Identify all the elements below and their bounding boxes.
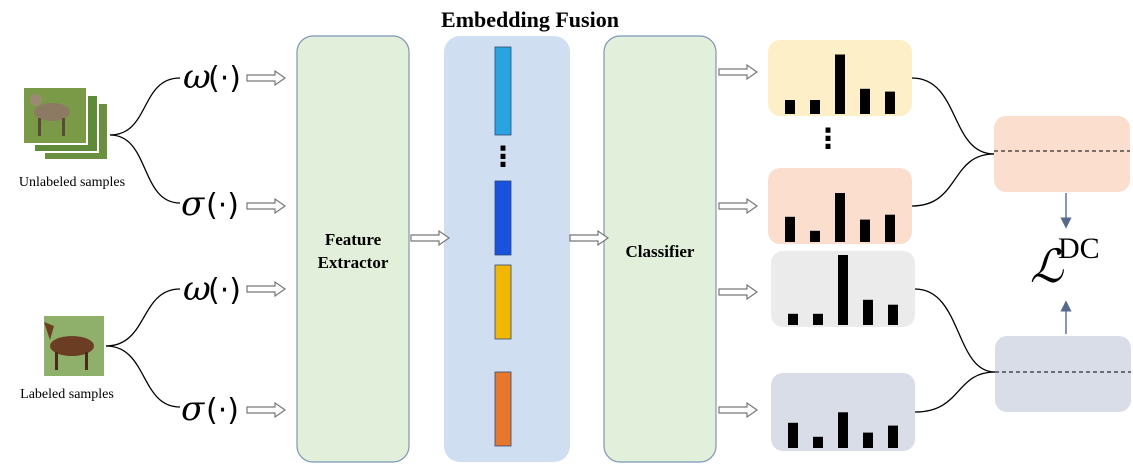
result-box-unlabeled <box>994 116 1130 192</box>
classifier-block <box>603 35 717 463</box>
aug-strong-labeled: σ (·) <box>181 389 239 429</box>
embedding-ellipsis: ⋮ <box>489 140 517 173</box>
pred-labeled-strong-bar-3 <box>838 412 848 448</box>
arrow-strong-labeled <box>246 401 287 419</box>
aug-weak-labeled: ω (·) <box>183 269 241 309</box>
svg-text:(·): (·) <box>208 61 241 96</box>
pred-labeled-strong-bar-4 <box>863 432 873 448</box>
arrow-strong-unlabeled <box>246 197 287 215</box>
pred-labeled-strong-bar-1 <box>788 422 798 448</box>
arrow-to-fusion <box>410 229 451 247</box>
pred-labeled-weak-bar-5 <box>888 304 898 325</box>
unlabeled-image-stack <box>22 86 109 161</box>
svg-text:ℒ: ℒ <box>1030 239 1064 293</box>
diagram-title: Embedding Fusion <box>441 7 619 32</box>
feature-extractor-block <box>296 35 410 463</box>
pred-unlabeled-weak-bar-2 <box>810 100 820 114</box>
unlabeled-samples-label: Unlabeled samples <box>19 175 125 190</box>
svg-text:ω: ω <box>183 57 211 97</box>
pred-unlabeled-strong-bar-2 <box>810 230 820 242</box>
aug-strong-unlabeled: σ (·) <box>181 184 239 224</box>
pred-labeled-weak-bar-2 <box>813 313 823 325</box>
embedding-bar-1 <box>494 46 512 136</box>
classifier-label: Classifier <box>626 242 695 261</box>
pred-labeled-weak-bar-4 <box>863 299 873 325</box>
arrow-to-pred-3 <box>718 283 759 301</box>
pred-unlabeled-weak-bar-1 <box>785 100 795 114</box>
svg-text:(·): (·) <box>206 188 239 223</box>
pred-unlabeled-strong-bar-5 <box>885 214 895 242</box>
svg-text:(·): (·) <box>206 393 239 428</box>
svg-text:ω: ω <box>183 269 211 309</box>
svg-text:(·): (·) <box>208 273 241 308</box>
pred-labeled-weak-bar-3 <box>838 255 848 325</box>
labeled-image <box>44 316 104 376</box>
pred-unlabeled-strong-bar-4 <box>860 219 870 242</box>
arrow-to-pred-1 <box>718 63 759 81</box>
pred-unlabeled-weak-bar-3 <box>835 54 845 114</box>
branch-curves <box>105 77 181 408</box>
arrow-weak-labeled <box>246 280 287 298</box>
pred-labeled-weak-bar-1 <box>788 313 798 325</box>
arrow-to-classifier <box>569 229 610 247</box>
embedding-bar-2 <box>494 180 512 256</box>
svg-text:σ: σ <box>181 389 205 429</box>
feature-extractor-label-line1: Feature <box>325 230 382 249</box>
svg-text:σ: σ <box>181 184 205 224</box>
arrow-layer <box>246 63 759 419</box>
arrow-weak-unlabeled <box>246 69 287 87</box>
aug-weak-unlabeled: ω (·) <box>183 57 241 97</box>
labeled-samples-label: Labeled samples <box>20 387 114 402</box>
merge-curves <box>911 77 996 413</box>
pred-unlabeled-weak-bar-5 <box>885 91 895 114</box>
embedding-bar-4 <box>494 371 512 447</box>
loss-label: ℒ DC <box>1030 232 1100 293</box>
pred-unlabeled-weak-bar-4 <box>860 88 870 114</box>
pred-unlabeled-strong-bar-3 <box>835 193 845 242</box>
pred-box-labeled-strong <box>771 373 915 451</box>
result-box-labeled <box>995 336 1131 412</box>
svg-text:DC: DC <box>1058 232 1100 265</box>
feature-extractor-label-line2: Extractor <box>318 253 389 272</box>
pred-labeled-strong-bar-2 <box>813 436 823 448</box>
arrow-to-pred-4 <box>718 401 759 419</box>
pred-labeled-strong-bar-5 <box>888 425 898 448</box>
pred-unlabeled-strong-bar-1 <box>785 216 795 242</box>
pred-ellipsis: ⋮ <box>814 122 842 155</box>
embedding-bar-3 <box>494 264 512 340</box>
arrow-to-pred-2 <box>718 197 759 215</box>
